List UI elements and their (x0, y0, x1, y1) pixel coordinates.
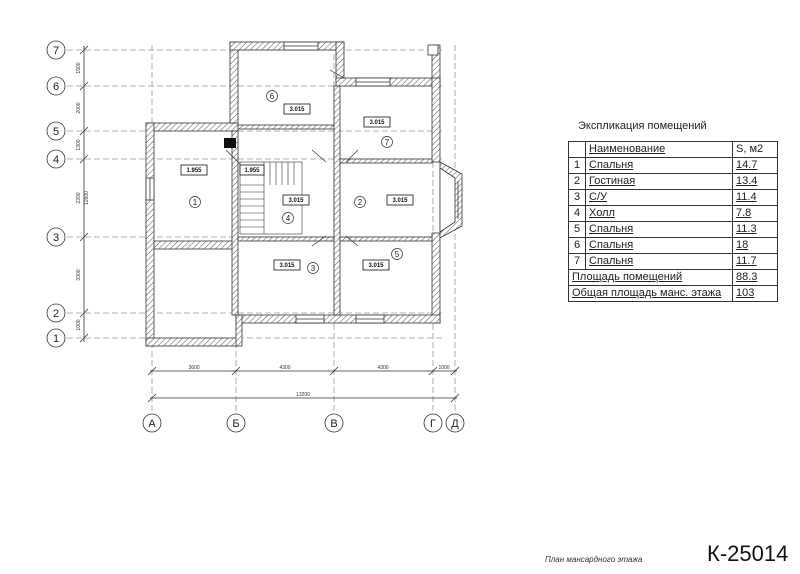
doors (225, 69, 359, 247)
row-area: 11.4 (732, 189, 778, 206)
column-axis-markers: А Б В Г Д (142, 413, 465, 433)
row-name: Гостиная (585, 173, 733, 190)
dim-left-1: 1500 (76, 62, 82, 73)
row-number: 3 (568, 189, 586, 206)
floor-mark-room-7: 3.015 (369, 120, 385, 126)
explication-table: Наименование S, м2 1 Спальня 14.7 2 Гост… (568, 141, 778, 302)
floor-mark-room-4: 3.015 (288, 198, 304, 204)
sheet-caption: План мансардного этажа (545, 555, 643, 564)
room-number-4: 4 (286, 214, 291, 223)
chimney (224, 138, 236, 148)
header-name: Наименование (585, 141, 733, 158)
row-number: 6 (568, 237, 586, 254)
col-axis-label-d: Д (451, 418, 459, 430)
dim-left-3: 1300 (76, 139, 82, 150)
col-axis-label-b: Б (232, 418, 239, 430)
row-number: 7 (568, 253, 586, 270)
axis-grid (67, 45, 456, 413)
total-row: Площадь помещений 88.3 (568, 269, 778, 286)
total-label: Площадь помещений (568, 269, 733, 286)
dim-left-2: 2000 (76, 102, 82, 113)
left-dimension-line (79, 45, 89, 343)
dim-bottom-3: 4300 (377, 365, 388, 371)
row-number: 2 (568, 173, 586, 190)
row-number: 1 (568, 157, 586, 174)
gross-value: 103 (732, 285, 778, 302)
table-header-row: Наименование S, м2 (568, 141, 778, 158)
project-code: К-25014 (707, 541, 789, 566)
row-area: 11.7 (732, 253, 778, 270)
room-number-3: 3 (311, 264, 316, 273)
row-axis-label-3: 3 (53, 232, 59, 244)
col-axis-label-g: Г (430, 418, 436, 430)
gross-label: Общая площадь манс. этажа (568, 285, 733, 302)
col-axis-label-a: А (148, 418, 156, 430)
floor-mark-room-6: 3.015 (289, 107, 305, 113)
table-row: 7 Спальня 11.7 (568, 253, 778, 270)
table-row: 2 Гостиная 13.4 (568, 173, 778, 190)
floor-mark-room-1: 1.955 (186, 168, 202, 174)
row-name: Спальня (585, 157, 733, 174)
dim-bottom-1: 3600 (188, 365, 199, 371)
row-area: 13.4 (732, 173, 778, 190)
table-row: 6 Спальня 18 (568, 237, 778, 254)
dim-bottom-4: 1000 (438, 365, 449, 371)
row-area: 11.3 (732, 221, 778, 238)
row-axis-label-2: 2 (53, 308, 59, 320)
col-axis-label-v: В (330, 418, 337, 430)
room-number-5: 5 (395, 250, 400, 259)
row-number: 5 (568, 221, 586, 238)
table-row: 5 Спальня 11.3 (568, 221, 778, 238)
row-axis-label-6: 6 (53, 81, 59, 93)
room-number-7: 7 (385, 138, 390, 147)
row-area: 18 (732, 237, 778, 254)
row-axis-markers: 7 6 5 4 3 2 1 (46, 40, 66, 348)
header-area: S, м2 (732, 141, 778, 158)
room-number-1: 1 (193, 198, 198, 207)
row-name: Спальня (585, 221, 733, 238)
walls (145, 41, 441, 347)
dim-bottom-2: 4300 (279, 365, 290, 371)
row-area: 7.8 (732, 205, 778, 222)
floor-mark-room-5: 3.015 (368, 263, 384, 269)
gross-row: Общая площадь манс. этажа 103 (568, 285, 778, 302)
row-name: С/У (585, 189, 733, 206)
room-number-6: 6 (270, 92, 275, 101)
room-number-2: 2 (358, 198, 363, 207)
total-value: 88.3 (732, 269, 778, 286)
table-row: 3 С/У 11.4 (568, 189, 778, 206)
row-name: Спальня (585, 253, 733, 270)
dim-left-6: 1000 (76, 319, 82, 330)
windows (145, 41, 391, 324)
dim-left-5: 3300 (76, 269, 82, 280)
floor-mark-room-3: 3.015 (279, 263, 295, 269)
row-axis-label-4: 4 (53, 154, 59, 166)
table-row: 4 Холл 7.8 (568, 205, 778, 222)
bottom-dimension-line (147, 366, 460, 403)
dim-bottom-total: 13200 (296, 392, 310, 398)
row-number: 4 (568, 205, 586, 222)
row-axis-label-5: 5 (53, 126, 59, 138)
row-axis-label-7: 7 (53, 45, 59, 57)
dim-left-total: 12600 (84, 191, 90, 205)
row-name: Спальня (585, 237, 733, 254)
floor-mark-stair: 1.955 (244, 168, 260, 174)
table-row: 1 Спальня 14.7 (568, 157, 778, 174)
row-name: Холл (585, 205, 733, 222)
bay-window (439, 161, 463, 239)
dim-left-4: 2200 (76, 192, 82, 203)
row-area: 14.7 (732, 157, 778, 174)
explication-title: Экспликация помещений (578, 120, 707, 132)
row-axis-label-1: 1 (53, 333, 59, 345)
floor-mark-room-2: 3.015 (392, 198, 408, 204)
